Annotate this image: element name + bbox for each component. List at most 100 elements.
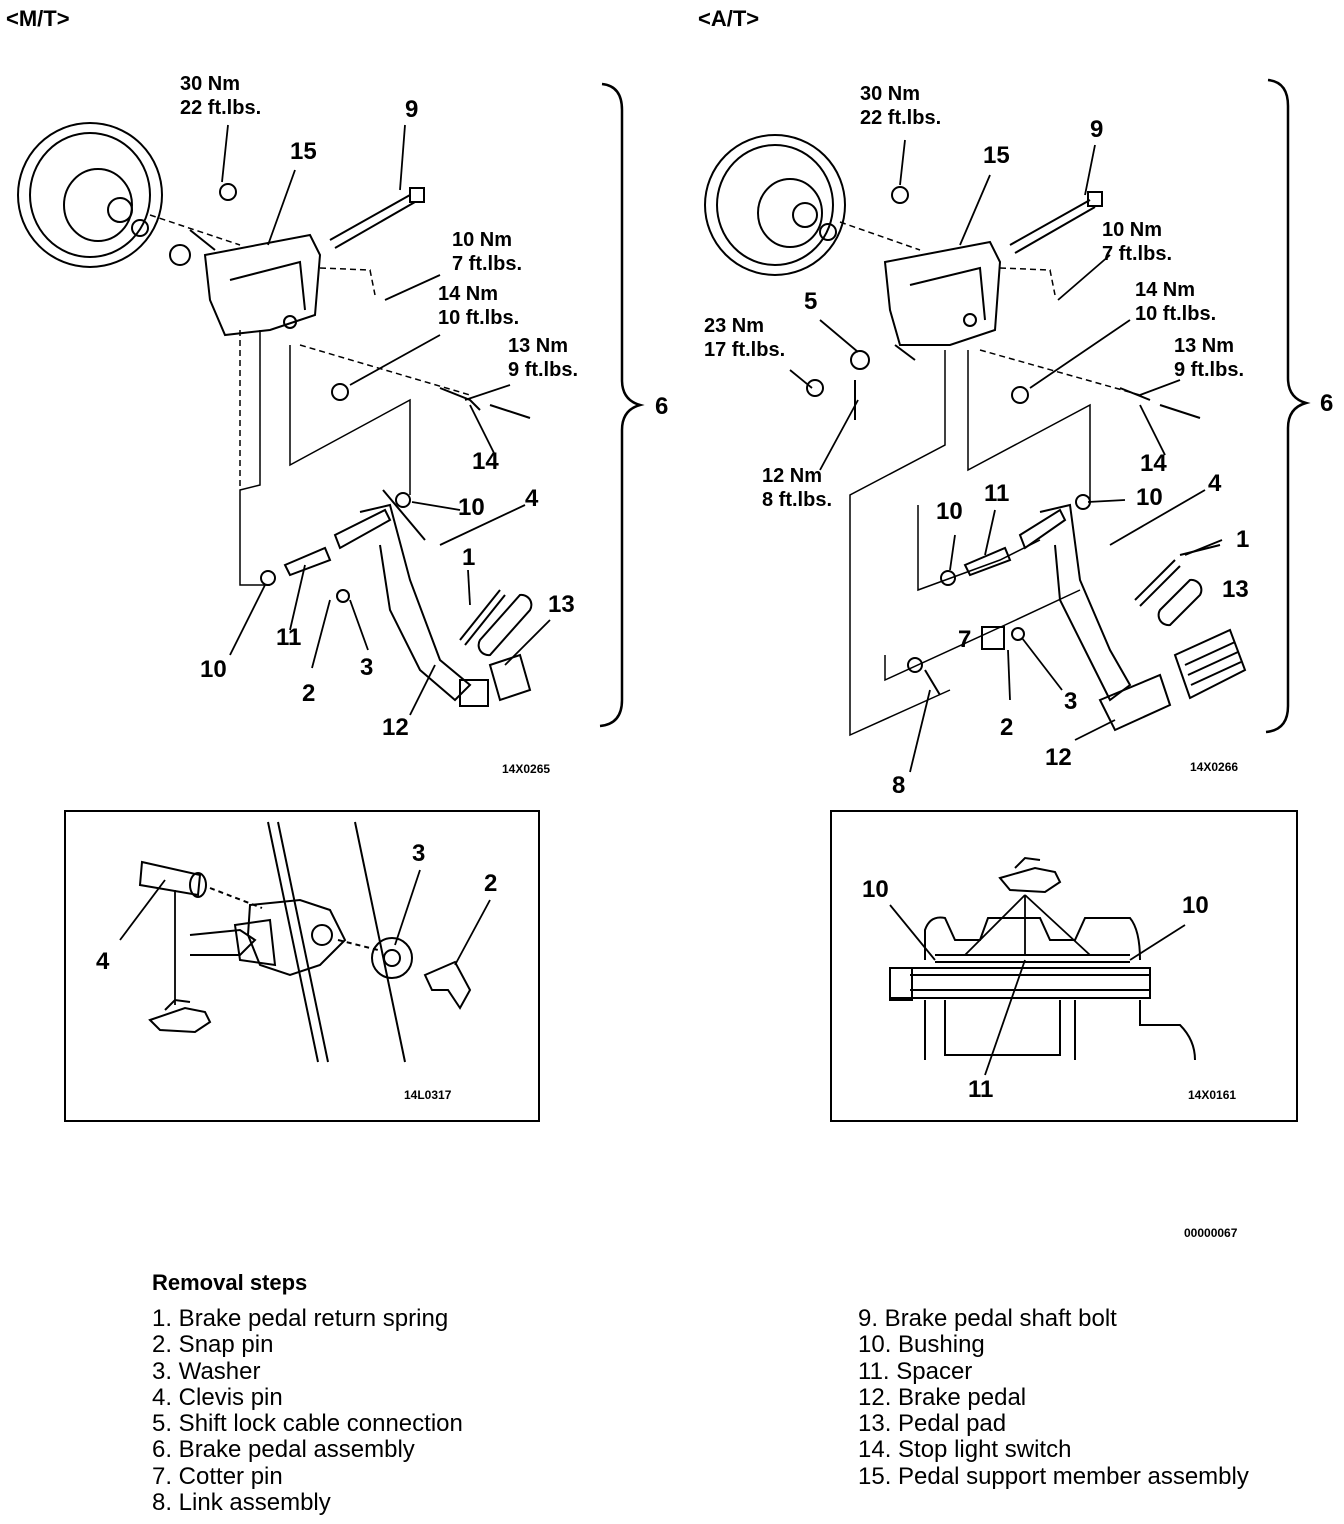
- list-item: 13. Pedal pad: [858, 1410, 1007, 1438]
- at-detail-code: 14X0161: [1188, 1088, 1237, 1102]
- torque-ftlbs: 22 ft.lbs.: [860, 107, 942, 129]
- at-callout-12: 12: [1045, 744, 1072, 771]
- mt-bolt-9: [329, 187, 425, 249]
- torque-nm: 13 Nm: [1174, 335, 1235, 357]
- mt-leader-lines: [221, 124, 551, 716]
- mt-callout-11: 11: [276, 624, 302, 651]
- at-small-parts: [806, 186, 1201, 696]
- mt-torque-14: 14 Nm 10 ft.lbs.: [438, 282, 519, 330]
- at-callout-6: 6: [1320, 390, 1334, 417]
- at-torque-14: 14 Nm 10 ft.lbs.: [1135, 278, 1216, 326]
- at-spring: [1134, 544, 1221, 627]
- mt-header: <M/T>: [6, 6, 70, 31]
- mt-torque-30: 30 Nm 22 ft.lbs.: [180, 72, 261, 120]
- mt-callout-10-lower: 10: [200, 656, 227, 683]
- at-detail-leaders: [889, 894, 1186, 1076]
- list-item: 12. Brake pedal: [858, 1383, 1027, 1411]
- mt-torque-13: 13 Nm 9 ft.lbs.: [508, 334, 578, 382]
- at-callout-4: 4: [1208, 470, 1222, 497]
- mt-callout-2: 2: [302, 680, 316, 707]
- at-pedal: [1018, 503, 1247, 732]
- list-item: 8. Link assembly: [152, 1489, 331, 1517]
- at-torque-12: 12 Nm 8 ft.lbs.: [762, 464, 832, 512]
- at-detail-callout-10-right: 10: [1182, 892, 1209, 919]
- mt-callout-12: 12: [382, 714, 409, 741]
- at-torque-13: 13 Nm 9 ft.lbs.: [1174, 334, 1244, 382]
- mt-detail-art: [138, 821, 472, 1063]
- at-callout-10-right: 10: [1136, 484, 1163, 511]
- at-bolt-9: [1009, 191, 1103, 254]
- page-code: 00000067: [1184, 1226, 1238, 1240]
- list-item: 2. Snap pin: [152, 1331, 274, 1359]
- list-item: 10. Bushing: [858, 1331, 985, 1359]
- list-item: 3. Washer: [152, 1357, 261, 1385]
- at-header: <A/T>: [698, 6, 760, 31]
- mt-exploded-lines: [149, 214, 471, 490]
- mt-detail-box: [64, 810, 540, 1122]
- mt-callout-15: 15: [290, 138, 317, 165]
- at-callout-9: 9: [1090, 116, 1104, 143]
- mt-brake-booster: [17, 122, 163, 268]
- at-callout-10-left: 10: [936, 498, 963, 525]
- torque-ftlbs: 9 ft.lbs.: [1174, 359, 1245, 381]
- torque-nm: 23 Nm: [704, 315, 765, 337]
- mt-detail-code: 14L0317: [404, 1088, 452, 1102]
- at-torque-23: 23 Nm 17 ft.lbs.: [704, 314, 785, 362]
- mt-callout-9: 9: [405, 96, 419, 123]
- at-callout-8: 8: [892, 772, 906, 799]
- mt-callout-13: 13: [548, 591, 575, 618]
- torque-nm: 10 Nm: [1102, 219, 1163, 241]
- at-callout-11: 11: [984, 480, 1010, 507]
- removal-steps-title: Removal steps: [152, 1270, 308, 1295]
- list-item: 14. Stop light switch: [858, 1436, 1072, 1464]
- torque-ftlbs: 8 ft.lbs.: [762, 489, 833, 511]
- torque-ftlbs: 10 ft.lbs.: [1135, 303, 1217, 325]
- at-brace: [1265, 78, 1311, 734]
- at-detail-box: [830, 810, 1298, 1122]
- mt-pedal: [333, 503, 532, 707]
- at-detail-callout-11: 11: [968, 1076, 994, 1103]
- at-torque-30: 30 Nm 22 ft.lbs.: [860, 82, 941, 130]
- torque-ftlbs: 9 ft.lbs.: [508, 359, 579, 381]
- mt-brace: [599, 82, 645, 728]
- list-item: 7. Cotter pin: [152, 1462, 283, 1490]
- at-callout-13: 13: [1222, 576, 1249, 603]
- at-torque-10: 10 Nm 7 ft.lbs.: [1102, 218, 1172, 266]
- at-leader-lines: [789, 139, 1223, 773]
- mt-small-parts: [169, 183, 531, 603]
- torque-nm: 13 Nm: [508, 335, 569, 357]
- at-callout-1: 1: [1236, 526, 1250, 553]
- list-item: 11. Spacer: [858, 1357, 973, 1385]
- mt-detail-callout-4: 4: [96, 948, 110, 975]
- mt-detail-callout-2: 2: [484, 870, 498, 897]
- mt-callout-6: 6: [655, 393, 669, 420]
- list-item: 5. Shift lock cable connection: [152, 1410, 463, 1438]
- mt-torque-10: 10 Nm 7 ft.lbs.: [452, 228, 522, 276]
- torque-nm: 12 Nm: [762, 465, 823, 487]
- torque-nm: 14 Nm: [438, 283, 499, 305]
- torque-ftlbs: 7 ft.lbs.: [1102, 243, 1173, 265]
- mt-callout-14: 14: [472, 448, 499, 475]
- at-callout-2: 2: [1000, 714, 1014, 741]
- mt-callout-10-upper: 10: [458, 494, 485, 521]
- at-callout-7: 7: [958, 626, 972, 653]
- list-item: 6. Brake pedal assembly: [152, 1436, 415, 1464]
- at-brake-booster: [704, 134, 846, 276]
- mt-figure-code: 14X0265: [502, 762, 551, 776]
- torque-nm: 14 Nm: [1135, 279, 1196, 301]
- list-item: 4. Clevis pin: [152, 1383, 283, 1411]
- torque-nm: 30 Nm: [860, 83, 921, 105]
- mt-pedal-support: [189, 229, 322, 337]
- torque-nm: 30 Nm: [180, 73, 241, 95]
- torque-nm: 10 Nm: [452, 229, 513, 251]
- removal-steps-left: 1. Brake pedal return spring 2. Snap pin…: [152, 1305, 463, 1517]
- mt-detail-callout-3: 3: [412, 840, 426, 867]
- removal-steps-right: 9. Brake pedal shaft bolt 10. Bushing 11…: [858, 1305, 1249, 1490]
- at-detail-art: [889, 856, 1196, 1061]
- list-item: 1. Brake pedal return spring: [152, 1305, 449, 1332]
- mt-spring: [459, 589, 533, 657]
- torque-ftlbs: 17 ft.lbs.: [704, 339, 786, 361]
- at-callout-15: 15: [983, 142, 1010, 169]
- mt-callout-4: 4: [525, 485, 539, 512]
